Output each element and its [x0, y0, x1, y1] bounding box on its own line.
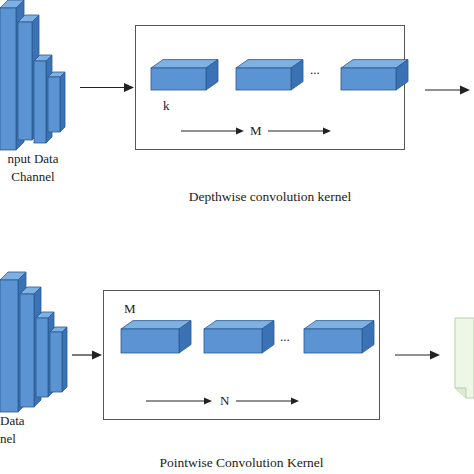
slab-top [20, 287, 41, 294]
illustration [104, 291, 381, 421]
count-arrow [146, 400, 205, 401]
arrowhead [430, 351, 440, 360]
arrowhead [291, 398, 299, 405]
slab-front [18, 22, 32, 140]
input-stack: Data nel [0, 262, 70, 462]
slab-top [34, 55, 52, 61]
kernel-side [206, 60, 218, 90]
arrowhead [124, 83, 134, 92]
slab-front [48, 77, 60, 132]
arrowhead [92, 351, 102, 360]
kernel-side [179, 321, 191, 353]
slab-front [0, 280, 18, 412]
slab-front [36, 318, 48, 397]
flow-arrow [80, 83, 134, 92]
input-stack: nput Data Channel [0, 0, 78, 190]
arrowhead [204, 398, 212, 405]
kernel-side [362, 321, 374, 353]
slab-top [0, 272, 26, 280]
kernel-caption: Pointwise Convolution Kernel [44, 454, 439, 472]
input-label: nput Data Channel [0, 150, 66, 186]
outgoing-arrow [425, 89, 462, 90]
flow-line [80, 87, 126, 88]
flow-arrow [72, 351, 102, 360]
kernel-front [304, 329, 362, 353]
slab-side [60, 72, 65, 132]
dimension-label: M [248, 123, 264, 138]
dimension-label: k [161, 98, 172, 113]
dimension-label: ... [308, 62, 322, 77]
kernel-front [151, 68, 206, 90]
arrowhead [236, 128, 244, 135]
count-arrow [181, 130, 237, 131]
page-fold [455, 388, 466, 398]
count-arrow [236, 400, 292, 401]
count-arrow [268, 130, 324, 131]
kernel-side [262, 321, 274, 353]
arrowhead [323, 128, 331, 135]
outgoing-arrow [395, 354, 432, 355]
kernel-front [204, 329, 262, 353]
slab-top [48, 72, 65, 77]
kernel-front [341, 68, 396, 90]
slab-top [50, 327, 67, 332]
slab-top [18, 15, 39, 22]
kernel-box: Depthwise convolution kernelk...M [135, 25, 405, 150]
arrowhead [460, 86, 470, 95]
dimension-label: M [122, 301, 138, 316]
dimension-label: N [218, 393, 231, 408]
illustration [136, 26, 406, 151]
kernel-caption: Depthwise convolution kernel [76, 188, 464, 206]
kernel-side [396, 60, 408, 90]
slab-front [0, 8, 16, 150]
kernel-box: Pointwise Convolution KernelM...N [103, 290, 380, 420]
slab-front [20, 294, 34, 407]
slab-side [62, 327, 67, 392]
slab-top [36, 312, 54, 318]
kernel-front [236, 68, 291, 90]
input-label: Data nel [0, 412, 34, 448]
output-map [455, 318, 474, 398]
flow-line [72, 354, 94, 355]
dimension-label: ... [278, 329, 292, 344]
slab-top [0, 0, 24, 8]
kernel-front [121, 329, 179, 353]
slab-front [50, 332, 62, 392]
slab-front [34, 61, 46, 143]
kernel-side [291, 60, 303, 90]
